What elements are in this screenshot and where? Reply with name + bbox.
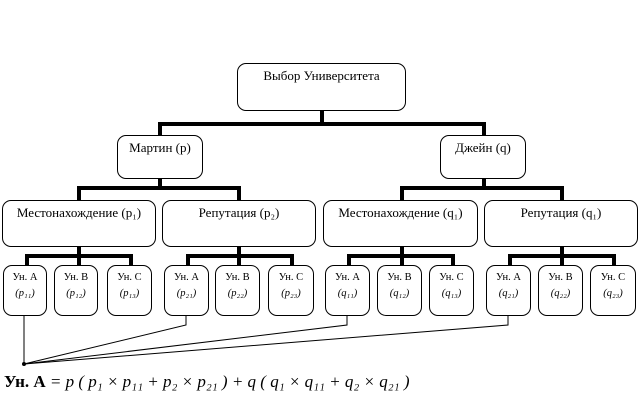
connector — [560, 186, 564, 201]
leaf-variable: (q₁₂) — [389, 288, 410, 299]
leaf-node: Ун. С (p₁₃) — [107, 265, 152, 316]
leaf-variable: (q₂₃) — [603, 288, 623, 299]
leaf-variable: (q₂₁) — [498, 288, 519, 299]
leaf-label: Ун. А — [496, 272, 521, 283]
connector — [129, 254, 133, 266]
leaf-label: Ун. С — [439, 272, 464, 283]
connector — [560, 254, 564, 266]
connector — [508, 254, 512, 266]
root-node: Выбор Университета — [237, 63, 406, 111]
leaf-label: Ун. С — [600, 272, 626, 283]
node-location-q1: Местонахождение (q₁) — [323, 200, 478, 247]
leaf-variable: (q₂₂) — [550, 288, 571, 299]
leaf-variable: (p₁₂) — [66, 288, 86, 299]
connector — [237, 186, 241, 201]
connector — [400, 246, 404, 256]
node-jane: Джейн (q) — [440, 135, 526, 179]
leaf-label: Ун. А — [335, 272, 360, 283]
connector-a-p21 — [23, 316, 187, 365]
leaf-variable: (p₂₃) — [281, 288, 301, 299]
connector — [400, 186, 404, 201]
node-location-p1-label: Местонахождение (p₁) — [16, 205, 142, 220]
connector-a-q21 — [23, 316, 509, 365]
connector — [158, 178, 162, 188]
leaf-variable: (p₁₃) — [119, 288, 140, 299]
leaf-label: Ун. С — [117, 272, 142, 283]
leaf-node: Ун. С (p₂₃) — [268, 265, 314, 316]
connector — [237, 254, 241, 266]
leaf-label: Ун. С — [278, 272, 304, 283]
leaf-node: Ун. В (p₂₂) — [215, 265, 260, 316]
connector-a-q11 — [23, 316, 348, 365]
leaf-node: Ун. А (p₂₁) — [164, 265, 209, 316]
formula-expression: = p ( p₁ × p₁₁ + p₂ × p₂₁ ) + q ( q₁ × q… — [49, 372, 410, 391]
connector — [77, 246, 81, 256]
leaf-variable: (q₁₁) — [337, 288, 358, 299]
connector — [290, 254, 294, 266]
node-location-p1: Местонахождение (p₁) — [2, 200, 156, 247]
leaf-node: Ун. С (q₂₃) — [590, 265, 636, 316]
connector — [560, 246, 564, 256]
connector — [186, 254, 190, 266]
node-martin-label: Мартин (p) — [129, 140, 191, 155]
leaf-node: Ун. А (p₁₁) — [3, 265, 47, 316]
connector — [237, 246, 241, 256]
node-reputation-q1: Репутация (q₁) — [484, 200, 638, 247]
leaf-node: Ун. В (q₁₂) — [377, 265, 422, 316]
connector — [77, 186, 241, 190]
connector — [158, 122, 162, 136]
leaf-variable: (p₂₁) — [176, 288, 197, 299]
connector — [25, 254, 29, 266]
connector — [77, 186, 81, 201]
leaf-node: Ун. А (q₂₁) — [486, 265, 531, 316]
leaf-label: Ун. В — [387, 272, 412, 283]
leaf-node: Ун. С (q₁₃) — [429, 265, 474, 316]
node-reputation-p2: Репутация (p₂) — [162, 200, 316, 247]
leaf-label: Ун. В — [548, 272, 573, 283]
connector — [400, 186, 564, 190]
node-martin: Мартин (p) — [117, 135, 203, 179]
leaf-variable: (p₂₂) — [227, 288, 248, 299]
leaf-node: Ун. А (q₁₁) — [325, 265, 370, 316]
junction-point — [22, 362, 26, 366]
leaf-node: Ун. В (q₂₂) — [538, 265, 583, 316]
node-location-q1-label: Местонахождение (q₁) — [338, 205, 463, 220]
node-reputation-p2-label: Репутация (p₂) — [198, 205, 280, 220]
node-reputation-q1-label: Репутация (q₁) — [520, 205, 602, 220]
node-jane-label: Джейн (q) — [455, 140, 511, 155]
formula: Ун. А = p ( p₁ × p₁₁ + p₂ × p₂₁ ) + q ( … — [4, 372, 410, 392]
leaf-label: Ун. А — [12, 272, 38, 283]
connector — [77, 254, 81, 266]
connector — [451, 254, 455, 266]
leaf-label: Ун. В — [63, 272, 89, 283]
connector — [482, 178, 486, 188]
connector — [400, 254, 404, 266]
connector — [347, 254, 351, 266]
connector — [612, 254, 616, 266]
leaf-label: Ун. А — [174, 272, 199, 283]
connector — [158, 122, 486, 126]
leaf-node: Ун. В (p₁₂) — [54, 265, 98, 316]
leaf-variable: (p₁₁) — [15, 288, 35, 299]
leaf-variable: (q₁₃) — [441, 288, 462, 299]
connector — [482, 122, 486, 136]
connector — [320, 110, 324, 125]
leaf-label: Ун. В — [225, 272, 250, 283]
formula-lead: Ун. А — [4, 372, 46, 391]
root-label: Выбор Университета — [263, 68, 380, 83]
